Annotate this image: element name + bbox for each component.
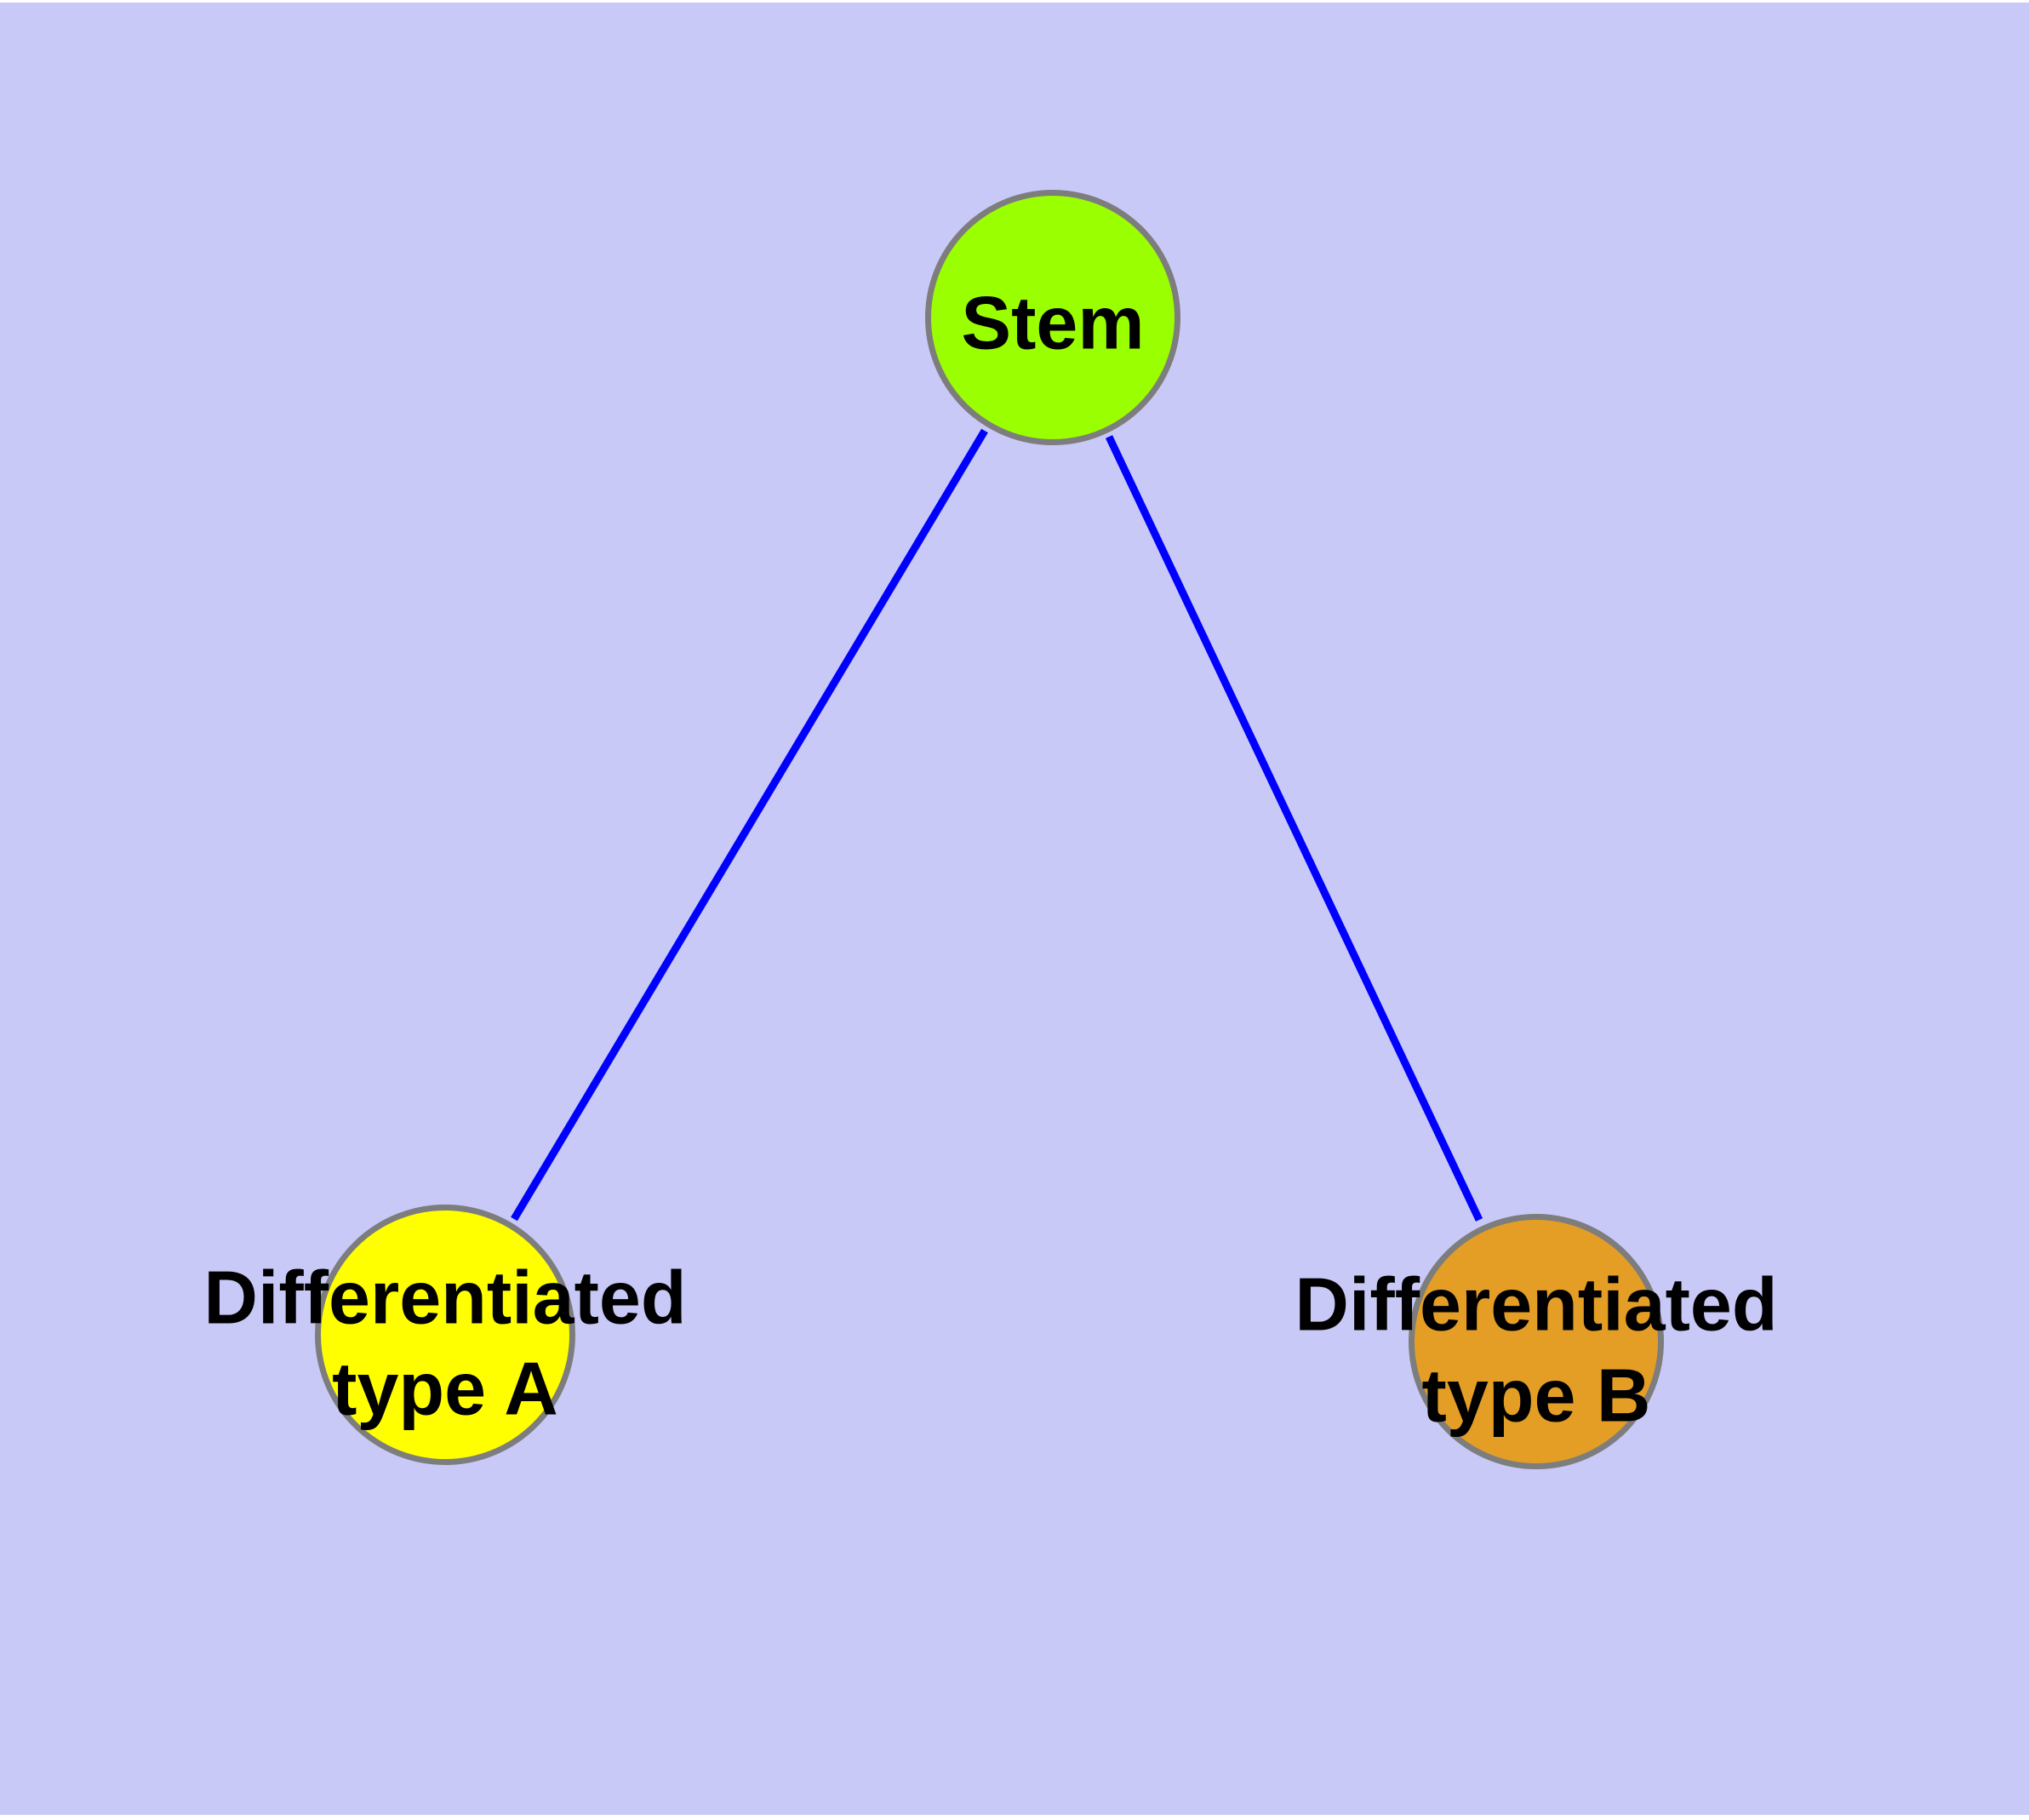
node-stem-label: Stem <box>961 280 1145 365</box>
edge-stem-to-type-b <box>1105 435 1483 1222</box>
node-type-a-circle <box>315 1205 575 1465</box>
edge-layer <box>511 428 1483 1222</box>
edge-stem-to-type-a <box>511 428 988 1222</box>
node-type-a-label: Differentiated type A <box>203 1255 687 1431</box>
node-type-b-circle <box>1409 1214 1664 1469</box>
diagram-canvas: Stem Differentiated type A Differentiate… <box>0 3 2029 1815</box>
node-type-b-label: Differentiated type B <box>1295 1262 1778 1438</box>
node-stem-circle <box>925 190 1180 445</box>
